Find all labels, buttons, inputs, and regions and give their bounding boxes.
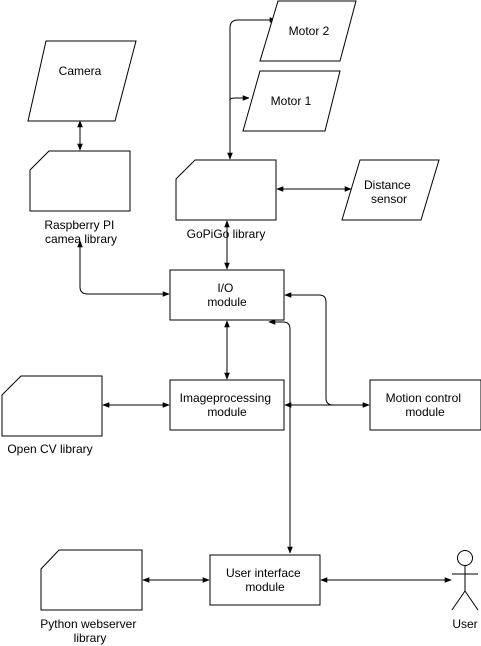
- opencv-library-node: Open CV library: [1, 375, 103, 456]
- opencv-library-shape: [1, 375, 103, 437]
- user-actor: User: [451, 550, 479, 631]
- motor2-label: Motor 2: [289, 24, 330, 38]
- gopigo-library-node: GoPiGo library: [175, 159, 277, 241]
- distance-sensor-label: Distance sensor: [364, 178, 414, 206]
- motor1-node: Motor 1: [242, 70, 341, 132]
- distance-sensor-shape: [341, 159, 440, 221]
- motion-control-module-shape: [369, 379, 481, 431]
- imageprocessing-module-label: Imageprocessing module: [180, 391, 275, 419]
- person-icon: [451, 550, 479, 611]
- user-label: User: [452, 617, 477, 631]
- imageprocessing-module-shape: [169, 379, 285, 431]
- edge-io-motion: [284, 292, 334, 406]
- user-interface-module-shape: [209, 554, 321, 606]
- camera-shape: [27, 40, 137, 122]
- edge-io-userinterface: [268, 319, 293, 554]
- imageprocessing-module-node: Imageprocessing module: [169, 379, 285, 431]
- gopigo-library-shape: [175, 159, 277, 221]
- motor2-node: Motor 2: [259, 0, 357, 62]
- user-interface-module-node: User interface module: [209, 554, 321, 606]
- gopigo-library-label: GoPiGo library: [187, 227, 266, 241]
- raspberry-pi-library-node: Raspberry PI camea library: [29, 150, 131, 246]
- python-webserver-library-shape: [40, 549, 143, 611]
- python-webserver-library-label: Python webserver library: [40, 617, 139, 645]
- edge-gopigo-motor2: [227, 17, 277, 160]
- camera-node: Camera: [27, 40, 137, 122]
- raspberry-pi-library-label: Raspberry PI camea library: [44, 218, 117, 246]
- connectors: [77, 17, 452, 583]
- motor2-shape: [259, 0, 357, 62]
- python-webserver-library-node: Python webserver library: [40, 549, 143, 645]
- io-module-node: I/O module: [169, 269, 285, 321]
- edge-raspberry-lib-io: [77, 240, 170, 297]
- motor1-label: Motor 1: [271, 94, 312, 108]
- io-module-shape: [169, 269, 285, 321]
- motion-control-module-node: Motion control module: [369, 379, 481, 431]
- edge-gopigo-motor1: [229, 95, 250, 101]
- raspberry-pi-library-shape: [29, 150, 131, 212]
- opencv-library-label: Open CV library: [7, 442, 92, 456]
- motion-control-module-label: Motion control module: [386, 391, 465, 419]
- motor1-shape: [242, 70, 341, 132]
- camera-label: Camera: [59, 64, 102, 78]
- user-interface-module-label: User interface module: [226, 566, 304, 594]
- distance-sensor-node: Distance sensor: [341, 159, 440, 221]
- io-module-label: I/O module: [207, 281, 247, 309]
